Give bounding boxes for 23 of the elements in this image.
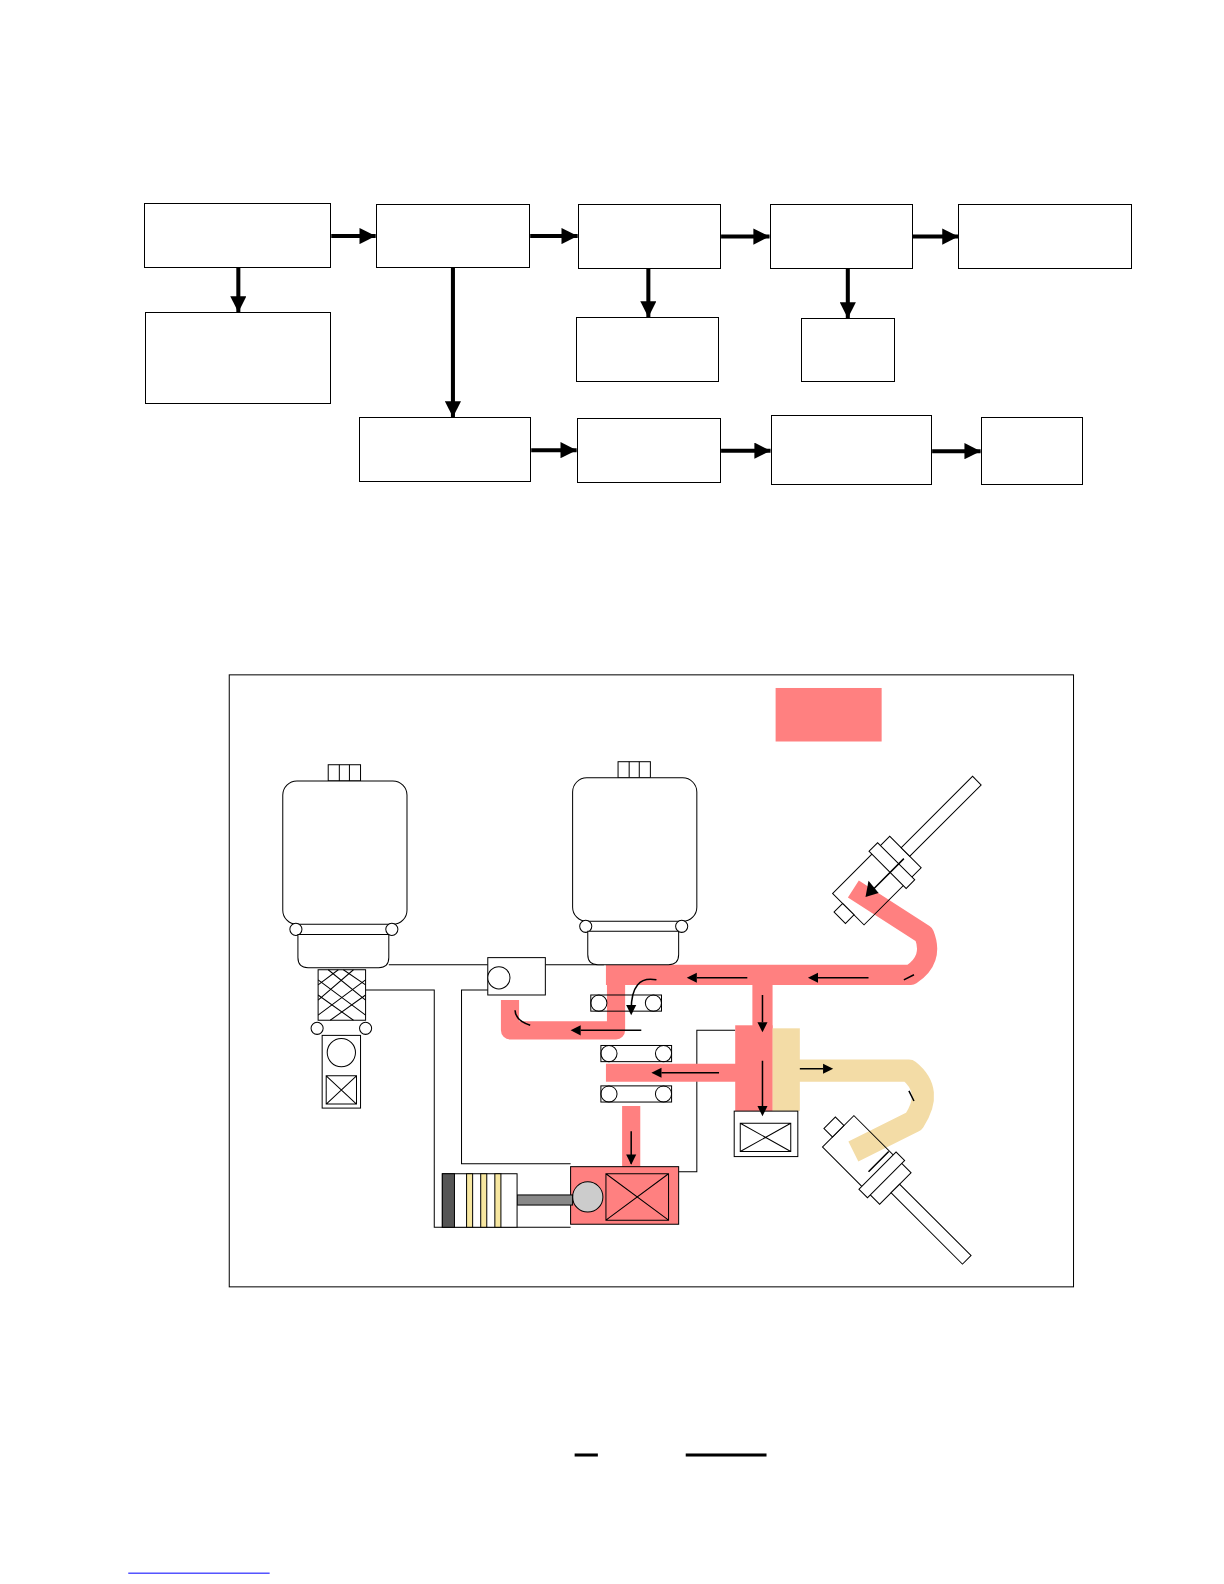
process-box [769, 204, 913, 269]
process-box [145, 312, 332, 404]
process-box [577, 204, 722, 269]
process-box [958, 204, 1133, 269]
process-box [575, 317, 720, 382]
arrow [932, 443, 981, 460]
process-box [375, 204, 531, 268]
arrow [531, 442, 577, 459]
arrow [530, 227, 578, 245]
arrow [721, 442, 771, 459]
process-box [358, 417, 532, 482]
arrow [444, 267, 461, 418]
process-box [770, 415, 933, 485]
process-box [576, 418, 722, 483]
arrow [839, 268, 856, 319]
arrow [331, 227, 376, 245]
process-box [980, 417, 1083, 485]
arrow [230, 267, 247, 313]
arrow [721, 228, 770, 245]
process-box [800, 318, 895, 382]
arrow [912, 228, 959, 245]
arrow [640, 268, 657, 318]
process-box [144, 203, 332, 268]
